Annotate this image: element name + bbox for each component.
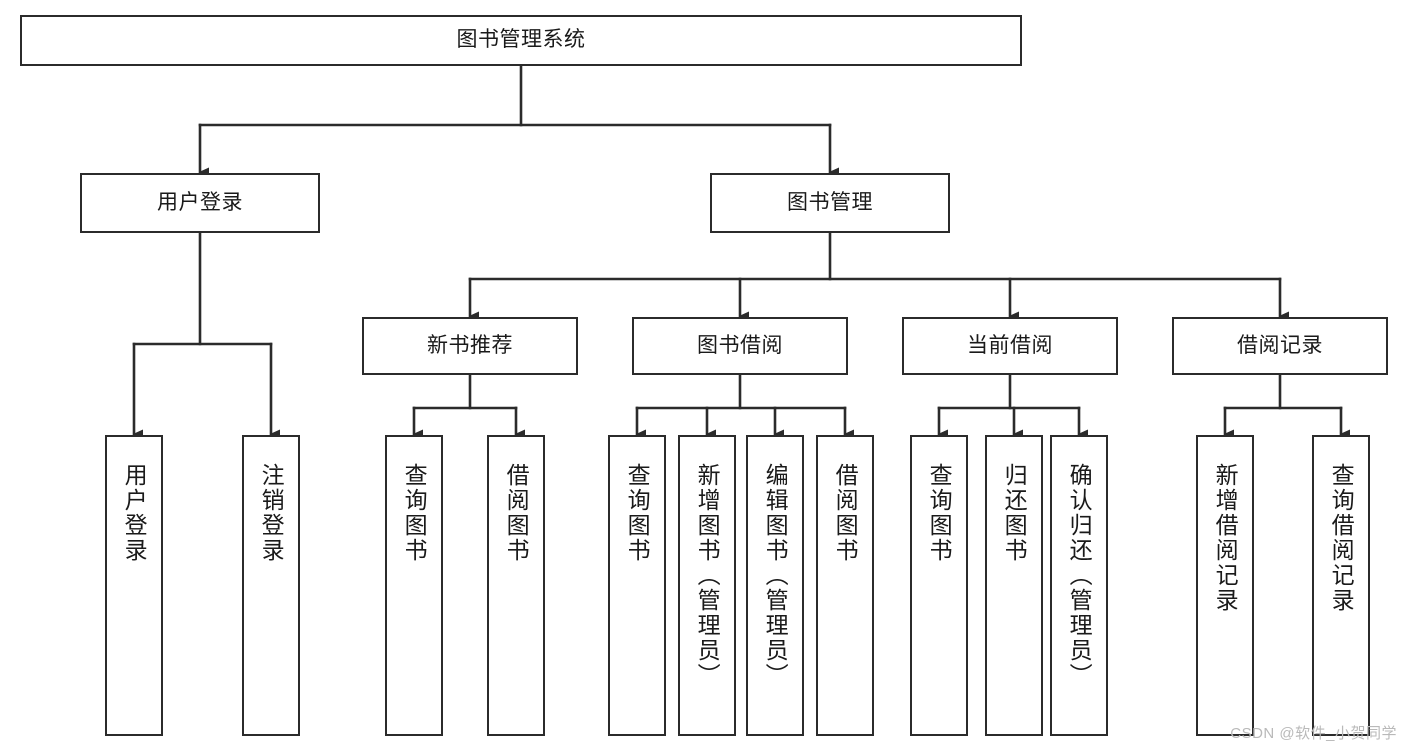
- node-book_manage[interactable]: 图书管理: [710, 173, 950, 233]
- node-leaf_user_logout[interactable]: 注销登录: [242, 435, 300, 736]
- node-label-leaf_user_login: 用户登录: [121, 463, 148, 563]
- node-label-leaf_edit_book: 编辑图书（管理员）: [762, 463, 789, 688]
- node-label-leaf_query_book_2: 查询图书: [624, 463, 651, 563]
- node-leaf_user_login[interactable]: 用户登录: [105, 435, 163, 736]
- node-leaf_confirm_return[interactable]: 确认归还（管理员）: [1050, 435, 1108, 736]
- watermark: CSDN @软件_小贺同学: [1230, 725, 1397, 742]
- node-label-leaf_add_book: 新增图书（管理员）: [694, 463, 721, 688]
- node-label-leaf_query_book_3: 查询图书: [926, 463, 953, 563]
- node-label-root: 图书管理系统: [456, 28, 586, 52]
- node-leaf_query_book_2[interactable]: 查询图书: [608, 435, 666, 736]
- node-leaf_borrow_book_1[interactable]: 借阅图书: [487, 435, 545, 736]
- node-label-leaf_return_book: 归还图书: [1001, 463, 1028, 563]
- node-book_borrow[interactable]: 图书借阅: [632, 317, 848, 375]
- node-new_book_rec[interactable]: 新书推荐: [362, 317, 578, 375]
- node-label-book_borrow: 图书借阅: [697, 333, 783, 357]
- node-label-new_book_rec: 新书推荐: [427, 333, 513, 357]
- node-leaf_return_book[interactable]: 归还图书: [985, 435, 1043, 736]
- node-label-leaf_add_record: 新增借阅记录: [1212, 463, 1239, 613]
- node-leaf_add_book[interactable]: 新增图书（管理员）: [678, 435, 736, 736]
- node-leaf_query_book_3[interactable]: 查询图书: [910, 435, 968, 736]
- node-borrow_record[interactable]: 借阅记录: [1172, 317, 1388, 375]
- node-leaf_query_book_1[interactable]: 查询图书: [385, 435, 443, 736]
- node-current_borrow[interactable]: 当前借阅: [902, 317, 1118, 375]
- node-leaf_edit_book[interactable]: 编辑图书（管理员）: [746, 435, 804, 736]
- node-label-current_borrow: 当前借阅: [967, 333, 1053, 357]
- node-leaf_query_record[interactable]: 查询借阅记录: [1312, 435, 1370, 736]
- node-label-leaf_borrow_book_1: 借阅图书: [503, 463, 530, 563]
- node-label-leaf_borrow_book_2: 借阅图书: [832, 463, 859, 563]
- node-label-book_manage: 图书管理: [787, 190, 873, 214]
- node-label-user_login: 用户登录: [157, 190, 243, 214]
- node-leaf_borrow_book_2[interactable]: 借阅图书: [816, 435, 874, 736]
- node-label-leaf_query_record: 查询借阅记录: [1328, 463, 1355, 613]
- node-label-leaf_user_logout: 注销登录: [258, 463, 285, 563]
- node-label-borrow_record: 借阅记录: [1237, 333, 1323, 357]
- node-root[interactable]: 图书管理系统: [20, 15, 1022, 66]
- node-leaf_add_record[interactable]: 新增借阅记录: [1196, 435, 1254, 736]
- node-label-leaf_confirm_return: 确认归还（管理员）: [1066, 463, 1093, 688]
- node-label-leaf_query_book_1: 查询图书: [401, 463, 428, 563]
- node-user_login[interactable]: 用户登录: [80, 173, 320, 233]
